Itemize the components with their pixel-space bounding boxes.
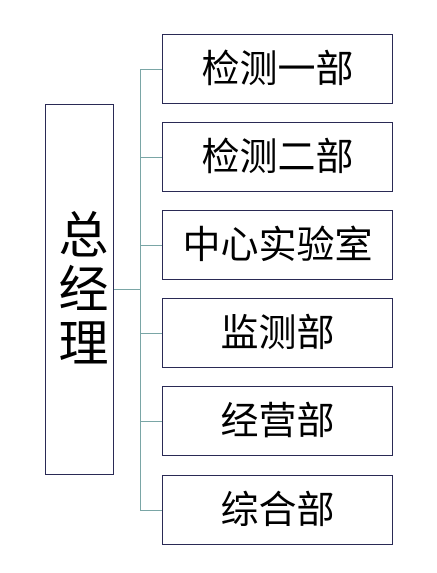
department-box-business: 经营部 — [162, 386, 393, 456]
general-manager-box: 总经理 — [45, 104, 114, 475]
department-box-testing-1: 检测一部 — [162, 34, 393, 104]
branch-connector-1 — [140, 69, 162, 70]
branch-connector-6 — [140, 510, 162, 511]
department-label: 中心实验室 — [182, 223, 373, 267]
department-box-general-affairs: 综合部 — [162, 475, 393, 545]
department-label: 综合部 — [220, 488, 335, 532]
branch-connector-4 — [140, 333, 162, 334]
department-label: 检测一部 — [201, 47, 354, 91]
root-connector — [114, 289, 140, 290]
department-box-testing-2: 检测二部 — [162, 122, 393, 192]
department-label: 经营部 — [220, 399, 335, 443]
department-box-central-lab: 中心实验室 — [162, 210, 393, 280]
trunk-connector — [140, 69, 141, 510]
branch-connector-2 — [140, 157, 162, 158]
department-box-monitoring: 监测部 — [162, 298, 393, 368]
branch-connector-3 — [140, 245, 162, 246]
branch-connector-5 — [140, 421, 162, 422]
general-manager-label: 总经理 — [50, 208, 109, 371]
department-label: 检测二部 — [201, 135, 354, 179]
department-label: 监测部 — [220, 311, 335, 355]
